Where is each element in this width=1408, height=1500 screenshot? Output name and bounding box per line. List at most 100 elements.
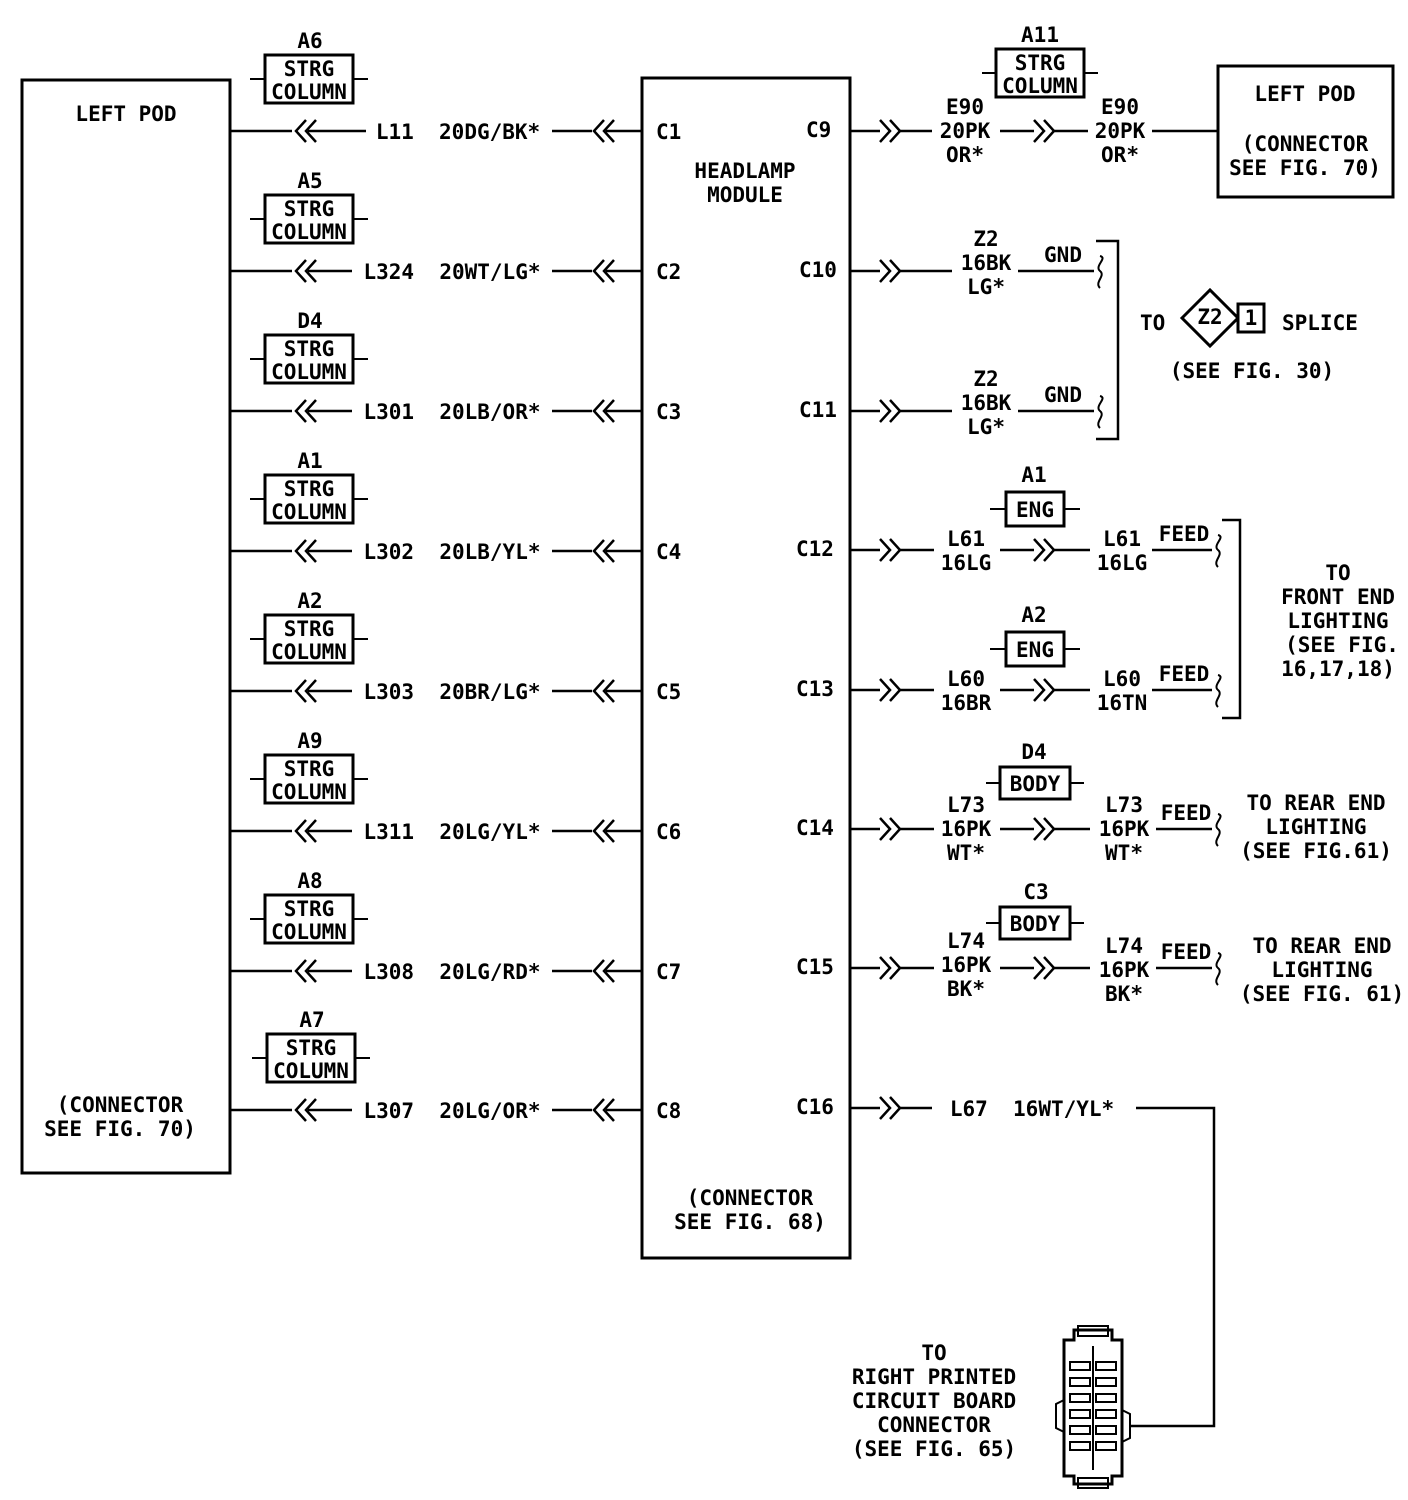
dest-to-label: TO (1140, 311, 1165, 335)
splice-label-line2: COLUMN (271, 780, 347, 804)
rear-dest-line1: TO REAR END (1252, 934, 1391, 958)
left-pod-dest-box: LEFT POD (CONNECTOR SEE FIG. 70) (1216, 64, 1395, 199)
connector-label: ENG (1016, 498, 1054, 522)
splice-label-line1: STRG (284, 57, 335, 81)
splice-label-line2: COLUMN (271, 360, 347, 384)
wire-b-line1: L74 (1105, 934, 1143, 958)
wire-a-line1: E90 (946, 95, 984, 119)
strg-column-connector: A9 STRG COLUMN (250, 729, 368, 805)
splice-label-line1: STRG (284, 477, 335, 501)
left-wire-c4: L302 20LB/YL* C4 A1 STRG COLUMN (230, 449, 681, 564)
splice-label-line1: STRG (284, 757, 335, 781)
strg-column-connector: D4 STRG COLUMN (250, 309, 368, 385)
dest-connector-line1: (CONNECTOR (1242, 132, 1369, 156)
connector-label: BODY (1010, 772, 1061, 796)
left-wire-label: L301 20LB/OR* (363, 400, 540, 424)
connector-code: A2 (1021, 603, 1046, 627)
left-pod-connector-line1: (CONNECTOR (57, 1093, 184, 1117)
left-wire-c6: L311 20LG/YL* C6 A9 STRG COLUMN (230, 729, 681, 844)
strg-column-connector: A2 STRG COLUMN (250, 589, 368, 665)
splice-label-line1: STRG (286, 1036, 337, 1060)
splice-code: A2 (297, 589, 322, 613)
right-pin-c9: C9 E90 20PK OR* E90 20PK OR* A11 STRG CO… (806, 23, 1395, 199)
splice-code: A1 (297, 449, 322, 473)
wire-line1: Z2 (973, 227, 998, 251)
module-pin-label: C1 (656, 120, 681, 144)
right-pin-c11: C11 Z2 16BK LG* GND (799, 367, 1104, 439)
right-pin-c16: C16 L67 16WT/YL* (796, 1095, 1216, 1428)
rear-dest-line2: LIGHTING (1265, 815, 1366, 839)
wire-a-line1: L60 (947, 667, 985, 691)
connector-label: BODY (1010, 912, 1061, 936)
pcb-connector (1055, 1325, 1131, 1489)
left-wire-label: L302 20LB/YL* (363, 540, 540, 564)
left-wire-c3: L301 20LB/OR* C3 D4 STRG COLUMN (230, 309, 681, 424)
module-pin-label: C4 (656, 540, 681, 564)
splice-label-line2: COLUMN (271, 920, 347, 944)
wire-b-line3: BK* (1105, 982, 1143, 1006)
dest-title: LEFT POD (1254, 82, 1355, 106)
splice-code: D4 (297, 309, 322, 333)
eng-connector: A2 ENG (990, 603, 1080, 668)
connector-code: D4 (1021, 740, 1046, 764)
splice-ref: (SEE FIG. 30) (1170, 359, 1334, 383)
wire-b-line3: WT* (1105, 841, 1143, 865)
wire-b-line2: 16PK (1099, 817, 1150, 841)
connector-code: A1 (1021, 463, 1046, 487)
rear-dest-line2: LIGHTING (1271, 958, 1372, 982)
wire-b-line1: E90 (1101, 95, 1139, 119)
wire-a-line3: WT* (947, 841, 985, 865)
module-pin-label: C15 (796, 955, 834, 979)
splice-label-line1: STRG (284, 897, 335, 921)
splice-label-line1: STRG (284, 617, 335, 641)
splice-label-line2: COLUMN (271, 500, 347, 524)
module-pin-label: C3 (656, 400, 681, 424)
left-wire-label: L311 20LG/YL* (363, 820, 540, 844)
splice-symbol-number: 1 (1245, 306, 1258, 330)
module-pin-label: C6 (656, 820, 681, 844)
front-dest-line5: 16,17,18) (1281, 657, 1395, 681)
front-dest-line4: (SEE FIG. (1285, 633, 1399, 657)
right-pin-c12: C12 L61 16LG L61 16LG FEED A1 ENG (796, 463, 1222, 575)
wire-tag: GND (1044, 243, 1082, 267)
module-pin-label: C14 (796, 816, 834, 840)
headlamp-module: HEADLAMP MODULE (CONNECTOR SEE FIG. 68) (640, 76, 852, 1260)
right-pin-c14: C14 L73 16PK WT* L73 16PK WT* FEED D4 BO… (796, 740, 1392, 865)
pcb-destination: TO RIGHT PRINTED CIRCUIT BOARD CONNECTOR… (852, 1341, 1016, 1461)
pcb-dest-line5: (SEE FIG. 65) (852, 1437, 1016, 1461)
wire-b-line3: OR* (1101, 143, 1139, 167)
module-pin-label: C7 (656, 960, 681, 984)
pcb-dest-line2: RIGHT PRINTED (852, 1365, 1016, 1389)
wire-a-line3: OR* (946, 143, 984, 167)
wire-b-line2: 16PK (1099, 958, 1150, 982)
wire-a-line2: 16BR (941, 691, 992, 715)
rear-dest-line1: TO REAR END (1246, 791, 1385, 815)
connector-code: A11 (1021, 23, 1059, 47)
front-dest-line2: FRONT END (1281, 585, 1395, 609)
splice-code: A7 (299, 1008, 324, 1032)
left-wire-c8: L307 20LG/OR* C8 A7 STRG COLUMN (230, 1008, 681, 1123)
headlamp-module-connector-line1: (CONNECTOR (687, 1186, 814, 1210)
wire-tag: FEED (1161, 940, 1212, 964)
front-end-destination: TO FRONT END LIGHTING (SEE FIG. 16,17,18… (1222, 518, 1399, 720)
wire-line1: Z2 (973, 367, 998, 391)
splice-code: A5 (297, 169, 322, 193)
right-pin-c13: C13 L60 16BR L60 16TN FEED A2 ENG (796, 603, 1222, 715)
wire-line2: 16BK (961, 391, 1012, 415)
strg-column-connector: A7 STRG COLUMN (252, 1008, 370, 1084)
splice-symbol: Z2 1 (1179, 287, 1266, 349)
left-pod: LEFT POD (CONNECTOR SEE FIG. 70) (20, 78, 232, 1175)
headlamp-module-connector-line2: SEE FIG. 68) (674, 1210, 826, 1234)
wire-b-line2: 20PK (1095, 119, 1146, 143)
module-pin-label: C16 (796, 1095, 834, 1119)
pcb-dest-line3: CIRCUIT BOARD (852, 1389, 1016, 1413)
eng-connector: A1 ENG (990, 463, 1080, 528)
strg-column-connector: A1 STRG COLUMN (250, 449, 368, 525)
strg-column-connector: A11 STRG COLUMN (982, 23, 1098, 99)
left-wire-label: L11 20DG/BK* (376, 120, 540, 144)
right-pin-c10: C10 Z2 16BK LG* GND (799, 227, 1104, 299)
wire-b-line1: L61 (1103, 527, 1141, 551)
wire-tag: FEED (1161, 801, 1212, 825)
strg-column-connector: A8 STRG COLUMN (250, 869, 368, 945)
rear-dest-line3: (SEE FIG. 61) (1240, 982, 1404, 1006)
